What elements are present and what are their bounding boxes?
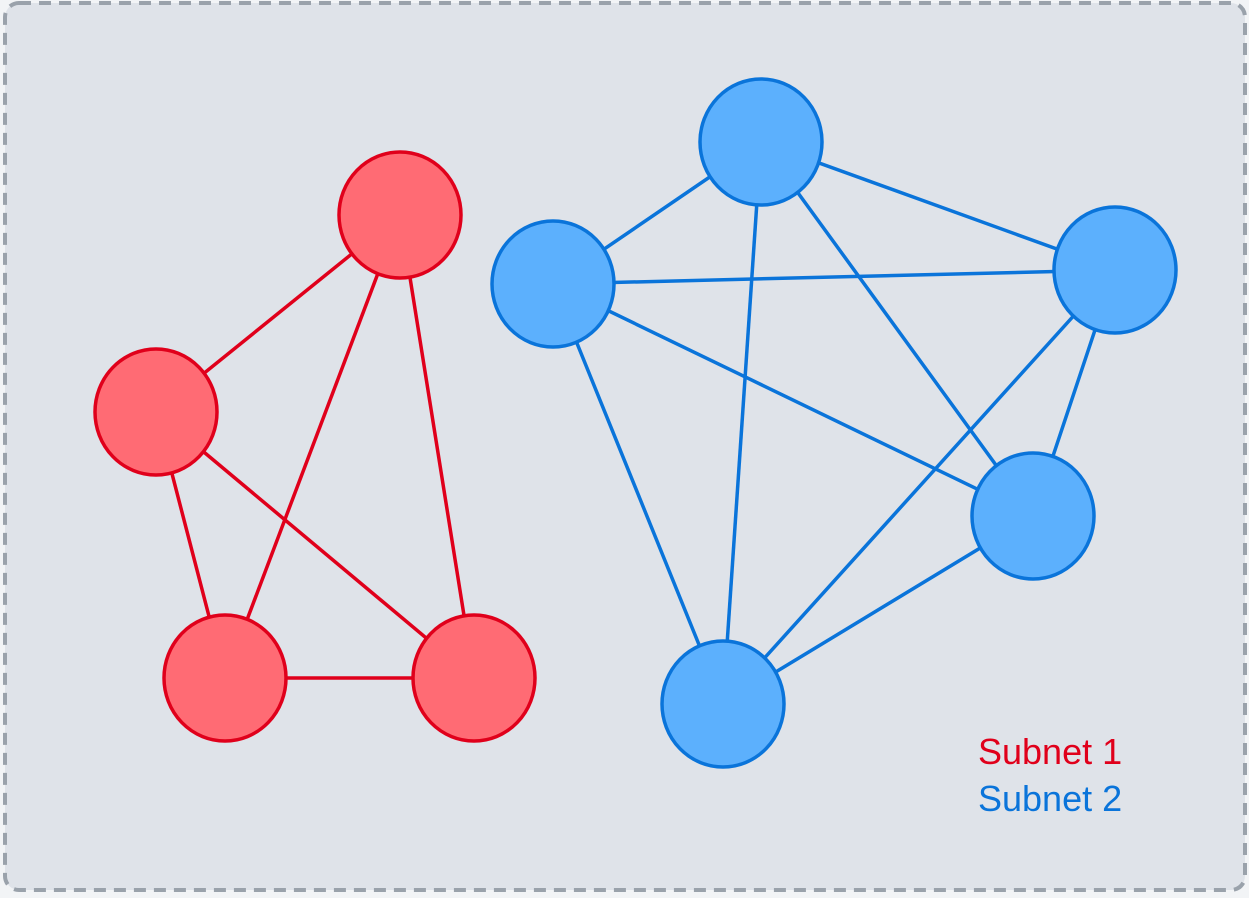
node-s1-bottom-left xyxy=(162,613,288,743)
edge-s2-right-to-s2-bottom xyxy=(721,268,1117,706)
diagram-panel xyxy=(3,1,1247,892)
legend: Subnet 1 Subnet 2 xyxy=(978,731,1122,819)
node-s2-right xyxy=(1052,205,1178,335)
edge-s2-left-to-s2-bottom xyxy=(551,283,725,705)
nodes-layer xyxy=(93,77,1178,769)
node-s1-left xyxy=(93,347,219,477)
edge-s1-top-to-s1-bottom-left xyxy=(223,214,402,679)
node-s1-bottom-right xyxy=(411,613,537,743)
edge-s2-left-to-s2-right xyxy=(552,268,1116,286)
node-s2-mid-right xyxy=(970,451,1096,581)
edge-s2-top-to-s2-bottom xyxy=(721,141,763,705)
node-s2-left xyxy=(490,219,616,349)
legend-subnet-1: Subnet 1 xyxy=(978,731,1122,772)
edge-s1-left-to-s1-bottom-right xyxy=(154,410,476,680)
edge-s1-top-to-s1-bottom-right xyxy=(398,214,476,679)
legend-subnet-2: Subnet 2 xyxy=(978,778,1122,819)
edges-layer xyxy=(154,140,1117,706)
edge-s2-left-to-s2-mid-right xyxy=(552,282,1034,518)
edge-s2-top-to-s2-mid-right xyxy=(759,140,1035,518)
node-s2-bottom xyxy=(660,639,786,769)
node-s1-top xyxy=(337,150,463,280)
node-s2-top xyxy=(698,77,824,207)
